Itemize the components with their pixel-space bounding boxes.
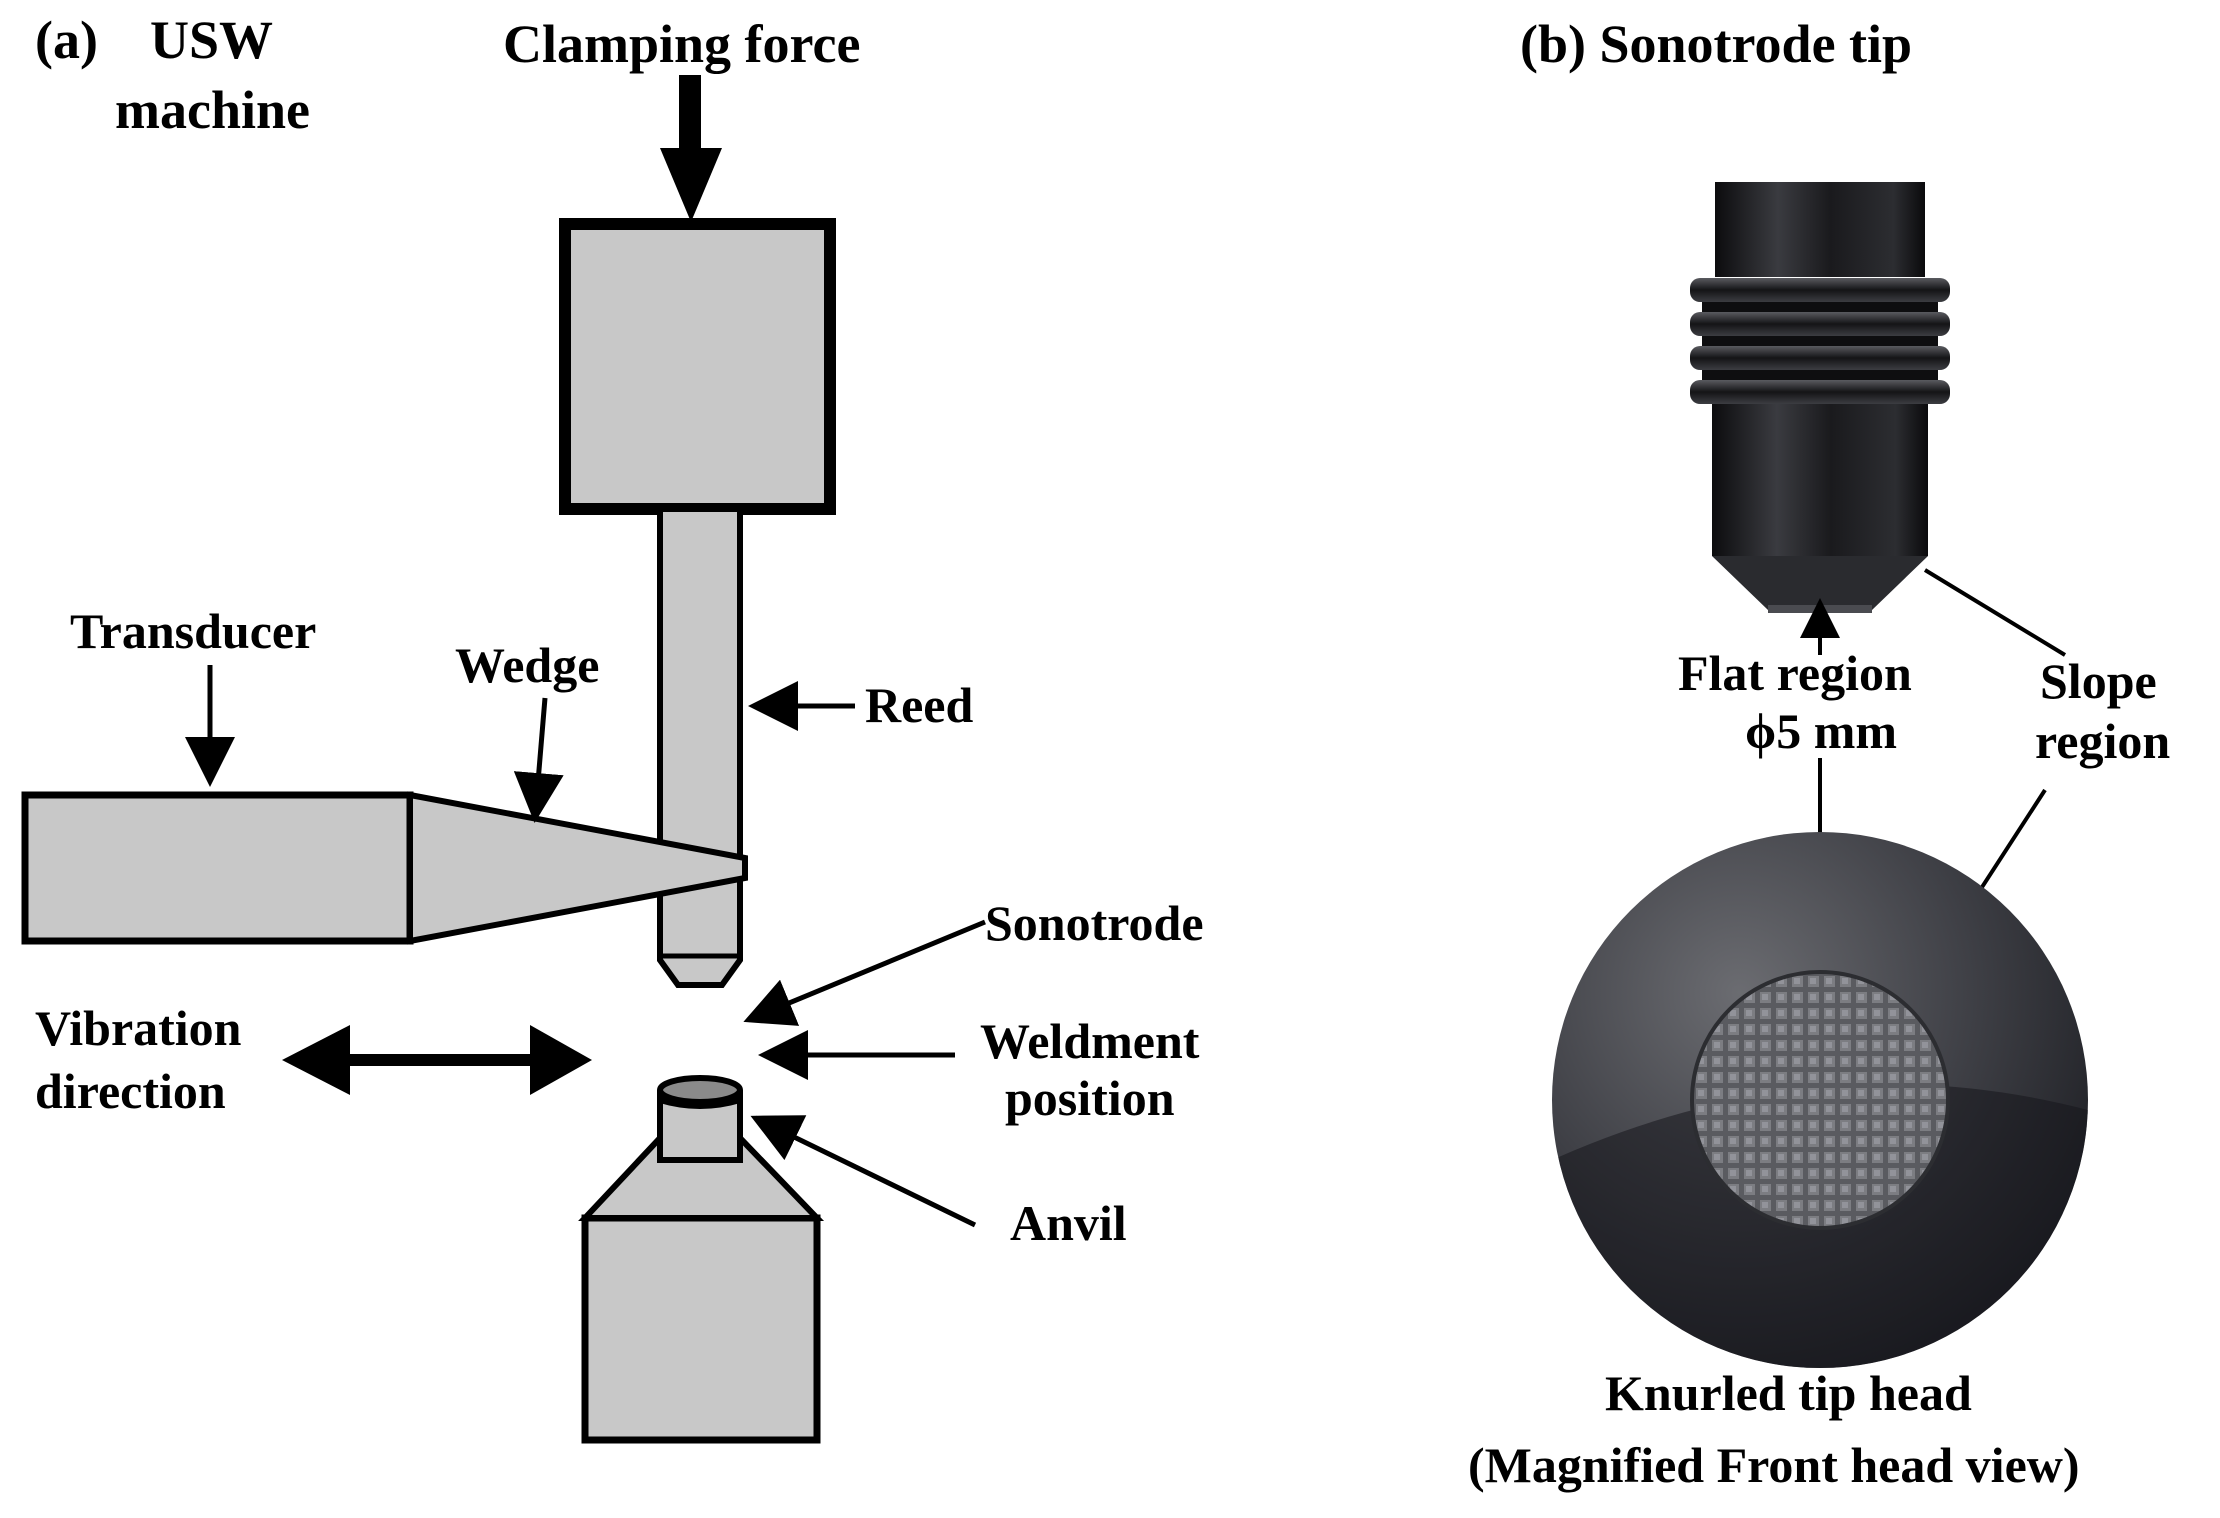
sonotrode-tip-photo	[1690, 182, 1950, 613]
panel-a-letter: (a)	[35, 10, 98, 70]
panel-a-title-line2: machine	[115, 80, 310, 140]
panel-a-title-line1: USW	[150, 10, 273, 70]
anvil-label: Anvil	[1010, 1195, 1127, 1251]
transducer-label: Transducer	[70, 603, 316, 659]
clamping-force-label: Clamping force	[503, 14, 860, 74]
caption-line2: (Magnified Front head view)	[1468, 1437, 2080, 1493]
wedge	[407, 791, 748, 945]
wedge-arrow	[513, 697, 564, 823]
transducer-body	[21, 791, 414, 945]
vibration-label-line1: Vibration	[35, 1000, 242, 1056]
panel-b-title: (b) Sonotrode tip	[1520, 14, 1912, 74]
caption-line1: Knurled tip head	[1605, 1365, 1972, 1421]
slope-region-leader-top	[1923, 568, 2067, 657]
reed-label: Reed	[865, 677, 973, 733]
knurled-tip-head-photo	[1552, 832, 2088, 1368]
anvil-arrow	[750, 1115, 977, 1228]
vibration-double-arrow	[282, 1025, 592, 1095]
reed	[657, 506, 743, 988]
slope-label-line2: region	[2035, 713, 2170, 769]
weldment-label-line2: position	[1005, 1070, 1175, 1126]
actuator-block	[559, 218, 836, 515]
flat-region-label: Flat region	[1678, 645, 1912, 701]
wedge-label: Wedge	[455, 637, 599, 693]
panel-b-sonotrode-tip: (b) Sonotrode tip Flat region ϕ5 mm Slop…	[1468, 14, 2170, 1493]
clamping-force-arrow	[660, 75, 722, 222]
vibration-label-line2: direction	[35, 1063, 226, 1119]
sonotrode-arrow	[743, 919, 986, 1026]
weldment-label-line1: Weldment	[980, 1013, 1200, 1069]
slope-label-line1: Slope	[2040, 653, 2157, 709]
sonotrode-label: Sonotrode	[985, 895, 1204, 951]
panel-a-machine-schematic: (a) USW machine Clamping force Reed Tran…	[21, 10, 1204, 1444]
flat-region-diameter: ϕ5 mm	[1745, 703, 1897, 759]
